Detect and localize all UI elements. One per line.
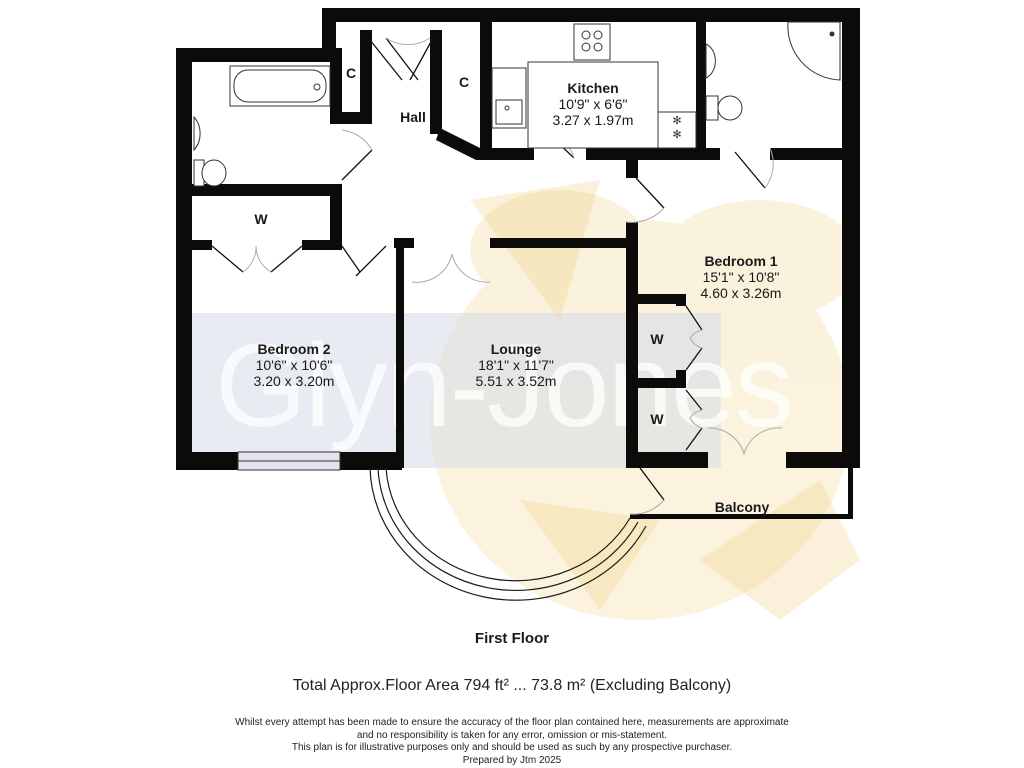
svg-text:✻: ✻: [672, 115, 681, 127]
room-name: Kitchen: [567, 80, 619, 96]
room-dim-imperial: 10'9" x 6'6": [558, 96, 628, 113]
room-name: Bedroom 1: [704, 253, 778, 269]
label-wardrobe-bedroom-2: W: [254, 211, 268, 227]
room-dim-imperial: 15'1" x 10'8": [702, 269, 780, 286]
room-bedroom-2: Bedroom 2 10'6" x 10'6" 3.20 x 3.20m: [254, 341, 335, 389]
room-dim-metric: 3.20 x 3.20m: [253, 373, 335, 390]
disclaimer-line: This plan is for illustrative purposes o…: [291, 742, 733, 753]
label-wardrobe-bedroom-1-lower: W: [650, 411, 664, 427]
disclaimer-line: Prepared by Jtm 2025: [462, 754, 562, 766]
svg-text:✻: ✻: [672, 129, 681, 141]
room-name: Lounge: [490, 341, 542, 357]
room-lounge: Lounge 18'1" x 11'7" 5.51 x 3.52m: [476, 341, 557, 389]
room-bedroom-1: Bedroom 1 15'1" x 10'8" 4.60 x 3.26m: [701, 253, 782, 301]
label-hall: Hall: [400, 109, 426, 125]
label-wardrobe-bedroom-1-upper: W: [650, 331, 664, 347]
label-balcony: Balcony: [714, 499, 770, 515]
total-floor-area: Total Approx.Floor Area 794 ft² ... 73.8…: [292, 677, 732, 694]
room-dim-metric: 3.27 x 1.97m: [552, 112, 634, 129]
room-name: Bedroom 2: [257, 341, 331, 357]
room-dim-imperial: 18'1" x 11'7": [478, 357, 554, 374]
disclaimer: Whilst every attempt has been made to en…: [0, 717, 1024, 767]
floor-title: First Floor: [474, 630, 550, 647]
label-cupboard-right: C: [458, 74, 470, 90]
room-dim-imperial: 10'6" x 10'6": [255, 357, 333, 374]
disclaimer-line: Whilst every attempt has been made to en…: [235, 717, 789, 728]
room-dim-metric: 5.51 x 3.52m: [475, 373, 557, 390]
disclaimer-line: and no responsibility is taken for any e…: [356, 729, 668, 741]
label-cupboard-left: C: [345, 65, 357, 81]
room-kitchen: Kitchen 10'9" x 6'6" 3.27 x 1.97m: [553, 80, 634, 128]
room-dim-metric: 4.60 x 3.26m: [700, 285, 782, 302]
watermark-logo: Glyn-Jones: [215, 320, 794, 452]
floor-plan: ✻ ✻: [176, 8, 860, 601]
